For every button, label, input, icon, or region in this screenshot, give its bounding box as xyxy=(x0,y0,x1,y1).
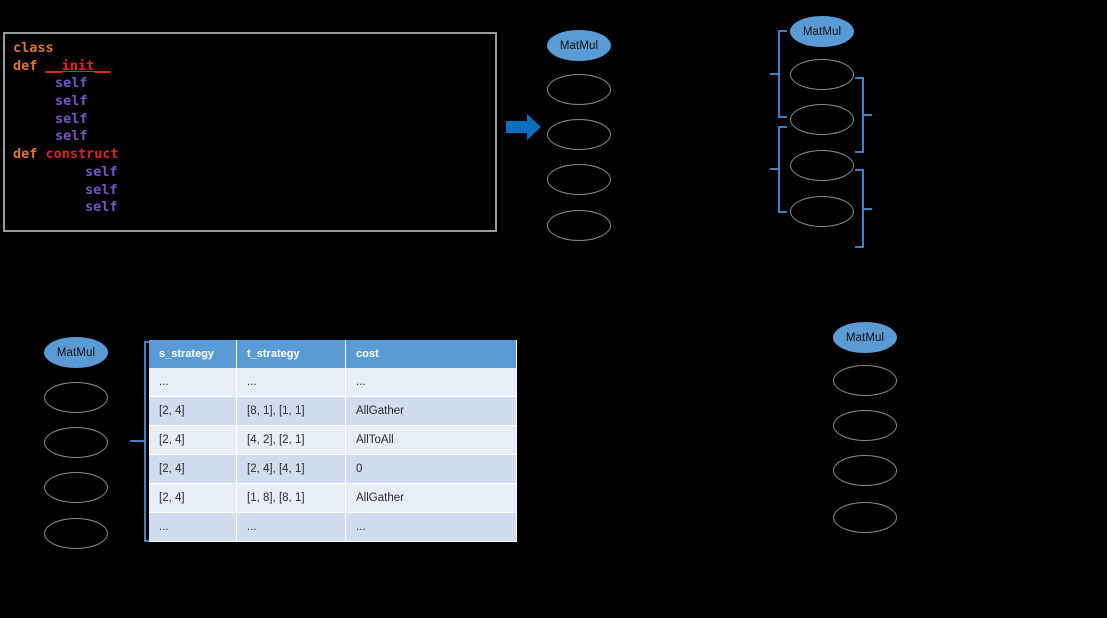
node-group-bottom-left: MatMul xyxy=(44,337,114,552)
code-token: self xyxy=(85,199,118,216)
strategy-node[interactable] xyxy=(790,59,854,90)
table-row[interactable]: [2, 4][4, 2], [2, 1]AllToAll xyxy=(149,425,517,455)
code-token: self xyxy=(85,163,118,180)
code-token: def xyxy=(13,146,38,163)
table-cell: ... xyxy=(345,512,517,542)
table-cell: [4, 2], [2, 1] xyxy=(236,425,346,455)
strategy-node[interactable] xyxy=(44,427,108,458)
code-token: construct xyxy=(45,146,119,163)
matmul-node-header[interactable]: MatMul xyxy=(547,30,611,61)
code-line: self xyxy=(13,182,495,200)
table-cell: [2, 4] xyxy=(149,454,237,484)
code-token: __init__ xyxy=(45,57,111,74)
table-row[interactable]: [2, 4][2, 4], [4, 1]0 xyxy=(149,454,517,484)
strategy-node[interactable] xyxy=(790,196,854,227)
strategy-node[interactable] xyxy=(44,518,108,549)
table-cell: [2, 4] xyxy=(149,483,237,513)
code-token: self xyxy=(85,181,118,198)
table-cell: ... xyxy=(149,512,237,542)
table-cell: [2, 4], [4, 1] xyxy=(236,454,346,484)
table-header-row: s_strategy t_strategy cost xyxy=(149,340,517,368)
table-cell: [2, 4] xyxy=(149,396,237,426)
code-token xyxy=(37,58,45,74)
table-cell: AllGather xyxy=(345,483,517,513)
table-cell: ... xyxy=(236,368,346,397)
code-line: self xyxy=(13,111,495,129)
code-line: self xyxy=(13,75,495,93)
matmul-node-header[interactable]: MatMul xyxy=(833,322,897,353)
table-cell: [8, 1], [1, 1] xyxy=(236,396,346,426)
strategy-node[interactable] xyxy=(790,104,854,135)
node-group-top-right: MatMul xyxy=(790,16,860,231)
table-cell: [1, 8], [8, 1] xyxy=(236,483,346,513)
code-token xyxy=(37,146,45,162)
matmul-node-header[interactable]: MatMul xyxy=(790,16,854,47)
table-body: .........[2, 4][8, 1], [1, 1]AllGather[2… xyxy=(149,368,517,542)
table-cell: ... xyxy=(345,368,517,397)
column-header-t-strategy[interactable]: t_strategy xyxy=(236,340,346,368)
strategy-node[interactable] xyxy=(833,365,897,396)
table-cell: [2, 4] xyxy=(149,425,237,455)
code-line: self xyxy=(13,128,495,146)
code-token: def xyxy=(13,57,38,74)
code-token: self xyxy=(55,93,88,110)
code-token: self xyxy=(55,110,88,127)
table-row[interactable]: ......... xyxy=(149,368,517,397)
table-cell: AllGather xyxy=(345,396,517,426)
strategy-node[interactable] xyxy=(547,164,611,195)
code-line: def __init__ xyxy=(13,58,495,76)
strategy-node[interactable] xyxy=(833,502,897,533)
matmul-node-header[interactable]: MatMul xyxy=(44,337,108,368)
code-line: def construct xyxy=(13,146,495,164)
table-row[interactable]: [2, 4][8, 1], [1, 1]AllGather xyxy=(149,396,517,426)
code-token: class xyxy=(13,40,54,56)
table-cell: 0 xyxy=(345,454,517,484)
strategy-node[interactable] xyxy=(790,150,854,181)
node-group-bottom-right: MatMul xyxy=(833,322,903,537)
strategy-node[interactable] xyxy=(547,119,611,150)
node-group-top-middle: MatMul xyxy=(547,30,617,245)
table-row[interactable]: ......... xyxy=(149,512,517,542)
column-header-cost[interactable]: cost xyxy=(345,340,517,368)
code-line: self xyxy=(13,164,495,182)
code-token: self xyxy=(55,128,88,145)
strategy-node[interactable] xyxy=(833,410,897,441)
strategy-node[interactable] xyxy=(547,74,611,105)
strategy-node[interactable] xyxy=(44,472,108,503)
strategy-node[interactable] xyxy=(547,210,611,241)
code-line: self xyxy=(13,93,495,111)
code-line: class xyxy=(13,40,495,58)
code-token: self xyxy=(55,75,88,92)
arrow-right-icon xyxy=(506,112,542,142)
table-cell: ... xyxy=(149,368,237,397)
table-cell: ... xyxy=(236,512,346,542)
strategy-node[interactable] xyxy=(833,455,897,486)
table-cell: AllToAll xyxy=(345,425,517,455)
strategy-node[interactable] xyxy=(44,382,108,413)
cost-table: s_strategy t_strategy cost .........[2, … xyxy=(149,340,517,542)
column-header-s-strategy[interactable]: s_strategy xyxy=(149,340,237,368)
table-row[interactable]: [2, 4][1, 8], [8, 1]AllGather xyxy=(149,483,517,513)
code-line: self xyxy=(13,199,495,217)
